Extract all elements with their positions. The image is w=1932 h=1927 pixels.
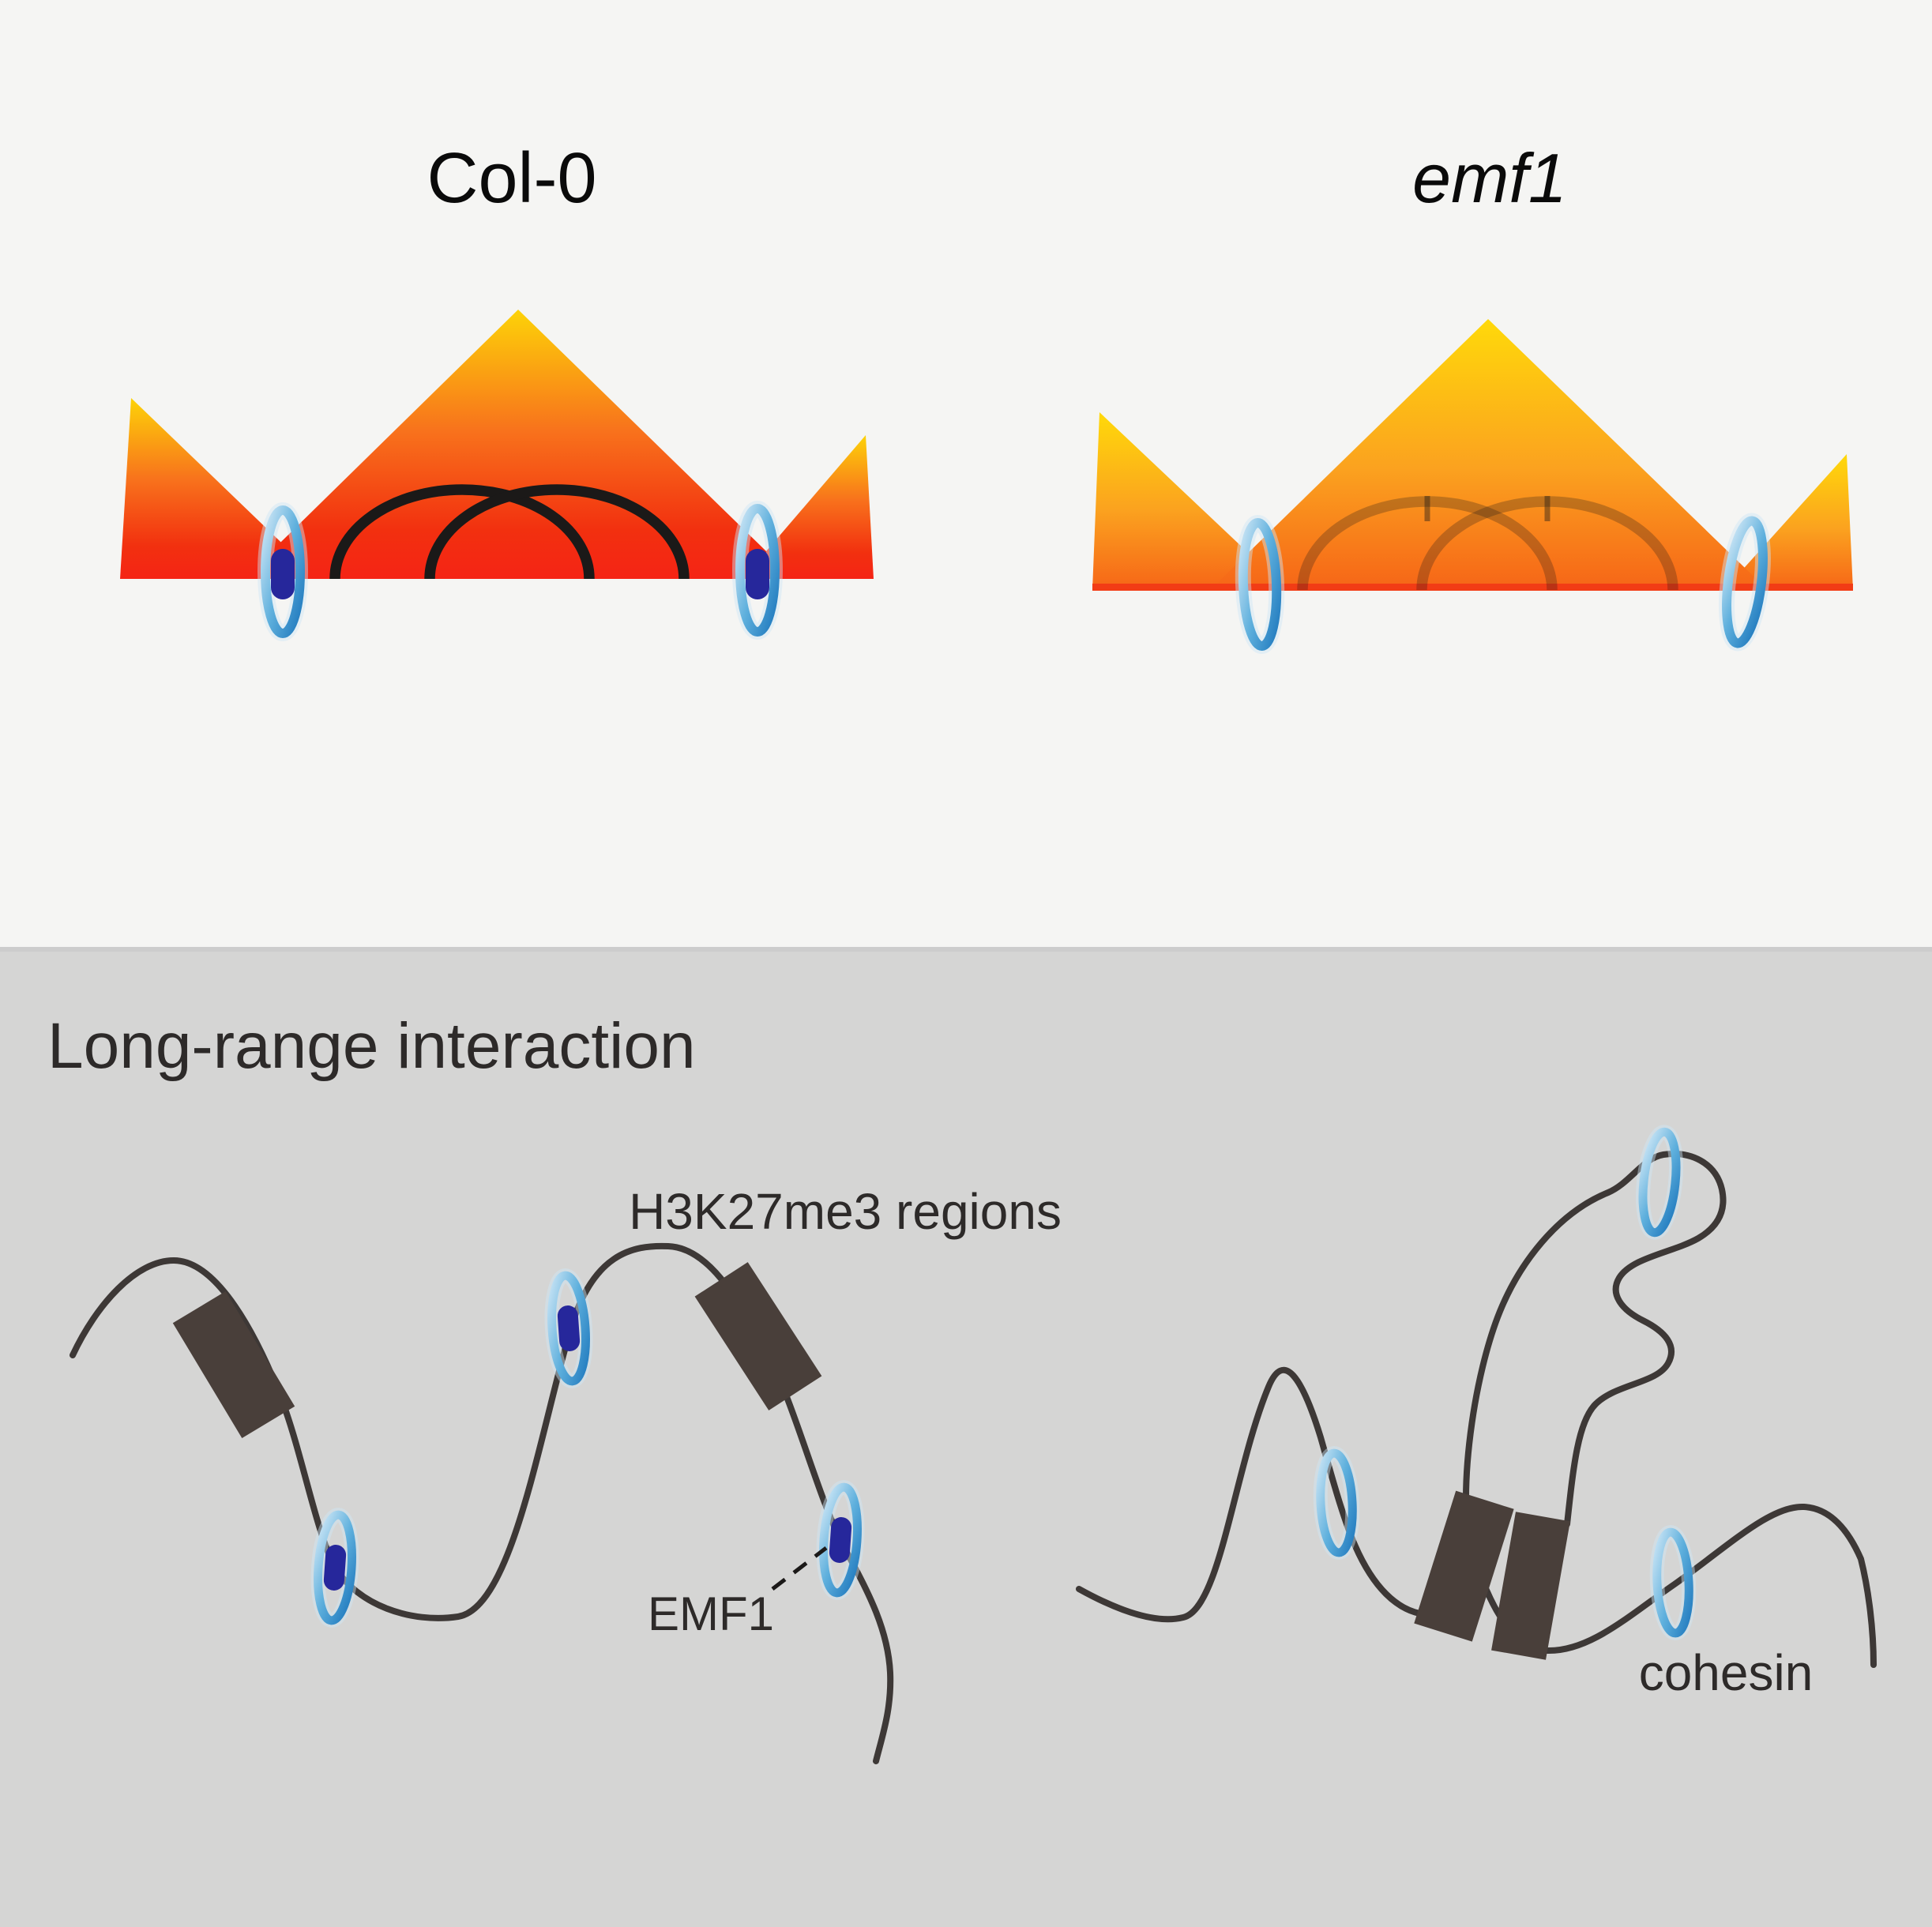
emf1-panel: emf1 [1092, 139, 1853, 654]
ring-outline [819, 1482, 862, 1598]
ring-outline [1652, 1527, 1693, 1638]
h3k27me3-regions-label: H3K27me3 regions [629, 1183, 1062, 1240]
h3k27me3-region-block [172, 1291, 295, 1438]
section-divider [0, 947, 1932, 952]
ring-outline [547, 1271, 590, 1386]
emf1-protein-label: EMF1 [648, 1587, 774, 1640]
interaction-loop-arc [424, 484, 690, 580]
folded-chromatin-schematic: cohesin [1076, 1125, 1877, 1701]
cohesin-ring-icon [1313, 1446, 1360, 1560]
cohesin-ring-icon [816, 1480, 865, 1600]
heatmap-baseline [1092, 584, 1853, 591]
emf1-protein-dot [829, 1517, 852, 1563]
ring-outline [1722, 516, 1768, 648]
col0-panel: Col-0 [120, 139, 874, 641]
ring-outline [1316, 1448, 1357, 1557]
weak-interaction-loop-arc [1416, 496, 1678, 591]
tad-triangle-small-left [1092, 412, 1287, 590]
tad-triangle-small-right [1724, 454, 1853, 590]
chromatin-loop-fiber [1463, 1151, 1727, 1535]
wildtype-chromatin-schematic: H3K27me3 regions EMF1 [70, 1183, 1062, 1764]
ring-outline [314, 1510, 356, 1625]
h3k27me3-region-block [1491, 1512, 1570, 1660]
bottom-panel-background [0, 947, 1932, 1927]
long-range-interaction-heading: Long-range interaction [47, 1010, 696, 1082]
ring-outline [261, 505, 305, 638]
cohesin-label: cohesin [1639, 1644, 1814, 1701]
weak-interaction-loop-arc [1297, 496, 1558, 591]
cohesin-ring-icon [544, 1268, 593, 1388]
interaction-loop-arc [329, 484, 595, 580]
ring-outline [1238, 518, 1282, 651]
tad-triangle-main [1210, 319, 1768, 590]
h3k27me3-region-block [1414, 1490, 1514, 1642]
cohesin-ring-icon [1649, 1525, 1697, 1640]
cohesin-ring-icon [257, 502, 308, 641]
cohesin-ring-icon [1636, 1125, 1683, 1240]
cohesin-ring-icon [732, 501, 783, 640]
cohesin-ring-icon [1719, 513, 1771, 652]
col0-title: Col-0 [427, 139, 596, 218]
emf1-protein-dot [746, 549, 769, 599]
cohesin-ring-icon [310, 1508, 359, 1628]
emf1-pointer-dashed-line [771, 1546, 828, 1591]
ring-outline [1638, 1127, 1681, 1238]
emf1-protein-dot [323, 1545, 347, 1591]
h3k27me3-region-block [694, 1262, 822, 1411]
ring-outline [735, 504, 780, 637]
emf1-protein-dot [271, 549, 295, 599]
emf1-title: emf1 [1412, 139, 1567, 217]
emf1-protein-dot [557, 1305, 581, 1351]
cohesin-ring-icon [1235, 515, 1285, 654]
